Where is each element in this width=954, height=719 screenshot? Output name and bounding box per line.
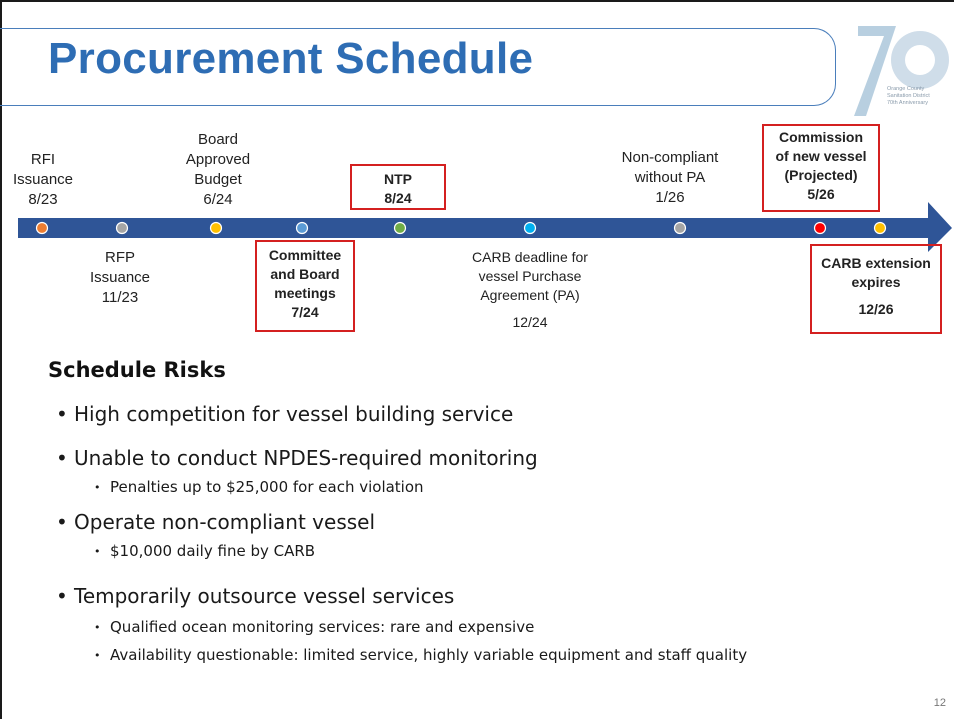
label-line: of new vessel — [775, 148, 867, 164]
label-line: Non-compliant — [621, 149, 719, 166]
label-line: and Board — [270, 266, 340, 282]
label-line: 6/24 — [203, 191, 233, 208]
label-rfp-issuance: RFP Issuance 11/23 — [70, 248, 170, 308]
label-non-compliant: Non-compliant without PA 1/26 — [602, 148, 738, 208]
label-line: RFP — [105, 249, 135, 266]
label-line: expires — [851, 274, 901, 290]
risk-text: Operate non-compliant vessel — [74, 510, 376, 534]
risk-text: Temporarily outsource vessel services — [74, 584, 455, 608]
anniversary-logo — [854, 26, 949, 116]
slide-top-border — [0, 0, 954, 2]
timeline-marker — [295, 221, 309, 235]
label-line: Agreement (PA) — [480, 287, 580, 303]
bullet-icon: • — [94, 649, 101, 662]
timeline-marker — [813, 221, 827, 235]
label-line: meetings — [274, 285, 336, 301]
logo-caption-line: Orange County — [887, 86, 925, 92]
label-line: (Projected) — [784, 167, 858, 183]
label-line: CARB deadline for — [472, 249, 588, 265]
risk-subtext: Penalties up to $25,000 for each violati… — [110, 478, 424, 496]
label-line: Issuance — [89, 269, 151, 286]
label-ntp: NTP 8/24 — [350, 164, 446, 210]
label-line: NTP — [384, 171, 412, 187]
risk-text: Unable to conduct NPDES-required monitor… — [74, 446, 538, 470]
bullet-icon: • — [94, 481, 101, 494]
timeline-marker — [209, 221, 223, 235]
timeline-marker — [35, 221, 49, 235]
label-line: vessel Purchase — [478, 268, 582, 284]
timeline-marker — [115, 221, 129, 235]
label-line: Commission — [778, 129, 863, 145]
bullet-icon: • — [56, 584, 68, 608]
label-line: Issuance — [12, 171, 74, 188]
bullet-icon: • — [56, 446, 68, 470]
timeline-marker — [673, 221, 687, 235]
timeline-markers — [35, 221, 887, 235]
label-line: 1/26 — [655, 189, 685, 206]
label-line: 12/24 — [512, 314, 548, 330]
timeline-marker — [873, 221, 887, 235]
label-line: CARB extension — [821, 255, 931, 271]
label-line: 8/24 — [384, 190, 412, 206]
label-line: RFI — [30, 151, 56, 168]
timeline-marker — [393, 221, 407, 235]
logo-caption: Orange County Sanitation District 70th A… — [887, 86, 930, 107]
label-board-approved-budget: Board Approved Budget 6/24 — [172, 130, 264, 210]
label-line: 7/24 — [291, 304, 319, 320]
label-line: 12/26 — [858, 301, 894, 317]
page-number: 12 — [933, 697, 946, 709]
label-carb-deadline: CARB deadline for vessel Purchase Agreem… — [444, 248, 616, 332]
risk-subtext: $10,000 daily fine by CARB — [110, 542, 316, 560]
label-line: Approved — [185, 151, 251, 168]
logo-caption-line: 70th Anniversary — [887, 100, 928, 106]
label-rfi-issuance: RFI Issuance 8/23 — [12, 150, 74, 210]
timeline-arrow — [18, 202, 952, 252]
slide-left-border — [0, 0, 2, 719]
label-carb-extension-expires: CARB extension expires 12/26 — [810, 244, 942, 334]
timeline-marker — [523, 221, 537, 235]
label-line: 8/23 — [28, 191, 58, 208]
risk-subtext: Qualified ocean monitoring services: rar… — [110, 618, 535, 636]
label-line: 11/23 — [101, 289, 139, 306]
label-line: Committee — [268, 247, 342, 263]
risk-subtext: Availability questionable: limited servi… — [110, 646, 748, 664]
logo-caption-line: Sanitation District — [887, 93, 930, 99]
bullet-icon: • — [94, 545, 101, 558]
label-line: without PA — [634, 169, 706, 186]
risk-text: High competition for vessel building ser… — [74, 402, 514, 426]
label-commission-new-vessel: Commission of new vessel (Projected) 5/2… — [762, 124, 880, 212]
risks-heading: Schedule Risks — [48, 358, 226, 382]
label-committee-board-meetings: Committee and Board meetings 7/24 — [255, 240, 355, 332]
arrow-shape — [18, 202, 952, 252]
bullet-icon: • — [56, 402, 68, 426]
slide-title: Procurement Schedule — [48, 34, 534, 83]
title-frame — [0, 28, 836, 106]
bullet-icon: • — [94, 621, 101, 634]
label-line: 5/26 — [807, 186, 835, 202]
label-line: Budget — [194, 171, 242, 188]
logo-zero-hole — [905, 45, 935, 75]
label-line: Board — [197, 131, 239, 148]
logo-seven — [854, 26, 896, 116]
bullet-icon: • — [56, 510, 68, 534]
